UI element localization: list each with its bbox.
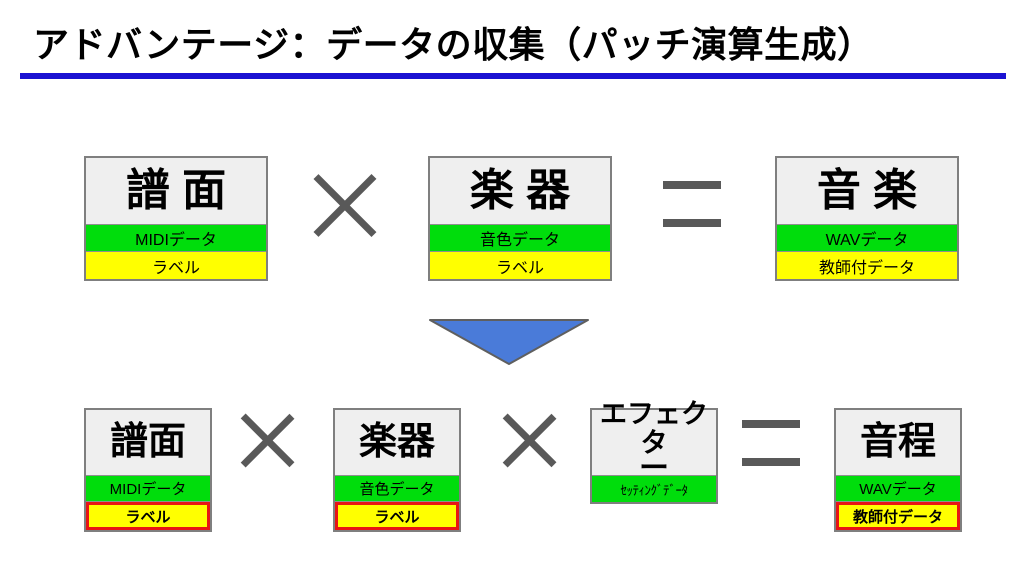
data-row: WAVデータ	[777, 225, 957, 252]
label-row-highlighted: ラベル	[86, 502, 210, 530]
box-title: 譜 面	[86, 158, 266, 225]
slide-title: アドバンテージ：データの収集（パッチ演算生成）	[33, 24, 874, 65]
box-title: エフェクタ ー	[592, 400, 716, 484]
equals-bar	[663, 181, 721, 189]
equals-bar	[742, 458, 800, 466]
data-box-instrument: 楽 器 音色データ ラベル	[428, 156, 612, 281]
box-title: 楽器	[335, 410, 459, 476]
box-title-line1: エフェクタ	[600, 399, 708, 458]
data-box-effector: エフェクタ ー ｾｯﾃｨﾝｸﾞﾃﾞｰﾀ	[590, 400, 718, 504]
equals-bar	[742, 420, 800, 428]
multiply-icon	[240, 412, 296, 468]
equals-bar	[663, 219, 721, 227]
data-row: 音色データ	[430, 225, 610, 252]
title-rule	[20, 73, 1006, 79]
data-box-music: 音 楽 WAVデータ 教師付データ	[775, 156, 959, 281]
box-title: 譜面	[86, 410, 210, 476]
data-row: WAVデータ	[836, 476, 960, 502]
data-box-instrument-2: 楽器 音色データ ラベル	[333, 408, 461, 532]
data-box-score-2: 譜面 MIDIデータ ラベル	[84, 408, 212, 532]
down-triangle-arrow-icon	[428, 318, 590, 371]
multiply-icon	[502, 412, 558, 468]
box-title: 楽 器	[430, 158, 610, 225]
label-row: 教師付データ	[777, 252, 957, 279]
equals-icon	[742, 420, 800, 466]
label-row: ラベル	[430, 252, 610, 279]
data-box-pitch: 音程 WAVデータ 教師付データ	[834, 408, 962, 532]
data-row: MIDIデータ	[86, 476, 210, 502]
data-row: 音色データ	[335, 476, 459, 502]
data-row: MIDIデータ	[86, 225, 266, 252]
equals-icon	[663, 181, 721, 227]
data-box-score: 譜 面 MIDIデータ ラベル	[84, 156, 268, 281]
label-row: ラベル	[86, 252, 266, 279]
data-row: ｾｯﾃｨﾝｸﾞﾃﾞｰﾀ	[592, 476, 716, 502]
box-title: 音程	[836, 410, 960, 476]
label-row-highlighted: ラベル	[335, 502, 459, 530]
multiply-icon	[312, 172, 378, 238]
label-row-highlighted: 教師付データ	[836, 502, 960, 530]
box-title: 音 楽	[777, 158, 957, 225]
